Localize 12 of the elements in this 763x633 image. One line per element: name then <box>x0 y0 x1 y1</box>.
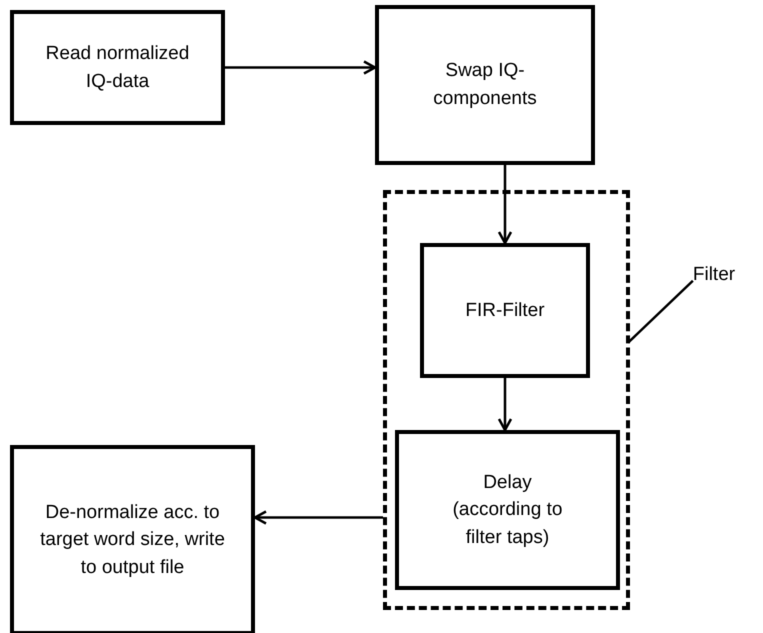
arrow <box>498 378 512 432</box>
arrow <box>254 510 383 525</box>
dashed-group-box <box>383 190 630 610</box>
process-box: Delay (according to filter taps) <box>395 430 620 590</box>
group-label: Filter <box>692 263 736 288</box>
arrow <box>225 60 376 75</box>
process-box: Swap IQ-components <box>375 5 595 165</box>
process-box: De-normalize acc. to target word size, write to output file <box>10 445 255 633</box>
process-box: Read normalized IQ-data <box>10 10 225 125</box>
process-box: FIR-Filter <box>420 243 590 378</box>
leader-line <box>627 280 694 344</box>
arrow <box>498 165 512 244</box>
